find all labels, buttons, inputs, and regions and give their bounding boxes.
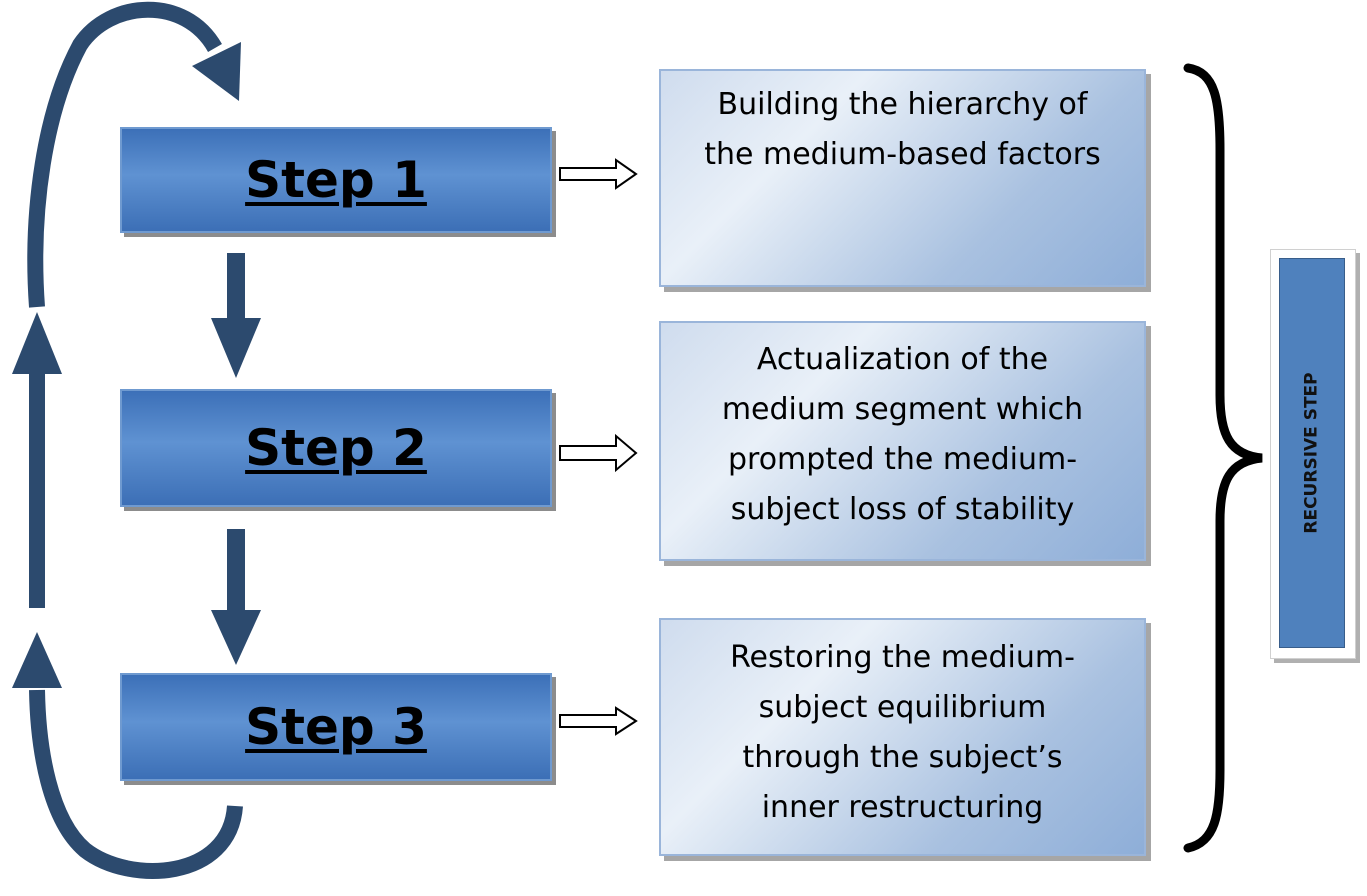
- step-1-box: Step 1: [120, 127, 552, 233]
- description-2-line: Actualization of the: [756, 342, 1049, 377]
- description-1-line: the medium-based factors: [704, 137, 1101, 172]
- recursive-step-panel: RECURSIVE STEP: [1279, 258, 1345, 648]
- description-3-line: subject equilibrium: [758, 690, 1047, 725]
- right-arrow-2: [559, 433, 638, 473]
- description-2-line: prompted the medium-: [727, 442, 1078, 477]
- down-arrow-1-shaft: [227, 253, 245, 319]
- down-arrow-1-head: [211, 318, 261, 378]
- left-up-arrow-head: [12, 312, 62, 374]
- loop-arrow-top-head: [192, 42, 241, 101]
- description-3-line: inner restructuring: [761, 790, 1044, 825]
- down-arrow-2-head: [211, 610, 261, 665]
- step-3-label: Step 3: [245, 698, 427, 756]
- description-box-2: Actualization of the medium segment whic…: [659, 321, 1146, 561]
- description-box-1: Building the hierarchy of the medium-bas…: [659, 69, 1146, 287]
- step-2-label: Step 2: [245, 419, 427, 477]
- step-3-box: Step 3: [120, 673, 552, 781]
- left-up-arrow-shaft: [29, 370, 45, 608]
- recursive-step-label: RECURSIVE STEP: [1302, 372, 1322, 534]
- recursive-step-box: RECURSIVE STEP: [1270, 249, 1356, 659]
- step-1-label: Step 1: [245, 151, 427, 209]
- description-2-line: medium segment which: [721, 392, 1084, 427]
- curly-brace: [1183, 63, 1263, 853]
- description-2-line: subject loss of stability: [730, 492, 1075, 527]
- down-arrow-2-shaft: [227, 529, 245, 611]
- loop-arrow-bottom: [29, 689, 243, 879]
- loop-arrow-top: [27, 1, 222, 308]
- description-1-line: Building the hierarchy of: [717, 87, 1088, 122]
- loop-arrow-bottom-head: [12, 632, 62, 688]
- description-3-line: Restoring the medium-: [730, 640, 1075, 675]
- description-box-3: Restoring the medium- subject equilibriu…: [659, 618, 1146, 856]
- description-3-line: through the subject’s: [742, 740, 1063, 775]
- step-2-box: Step 2: [120, 389, 552, 507]
- right-arrow-3: [559, 706, 638, 736]
- right-arrow-1: [559, 158, 638, 190]
